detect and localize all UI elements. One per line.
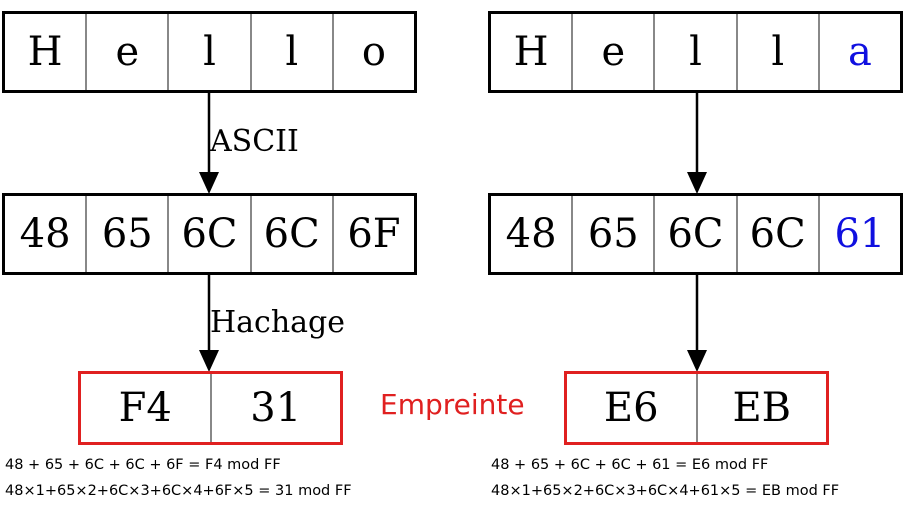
- char-cell: H: [513, 29, 549, 75]
- right-hex-row: 48 65 6C 6C 61: [488, 193, 903, 275]
- char-cell: H: [27, 29, 63, 75]
- char-cell-changed: a: [817, 14, 900, 90]
- char-cell: o: [331, 14, 414, 90]
- left-hex-row: 48 65 6C 6C 6F: [2, 193, 417, 275]
- ascii-label: ASCII: [210, 124, 299, 159]
- hex-cell: 6C: [653, 196, 735, 272]
- right-hash-box: E6 EB: [564, 371, 829, 445]
- arrow-left-hash: [199, 274, 219, 372]
- right-equation-weighted: 48×1+65×2+6C×3+6C×4+61×5 = EB mod FF: [491, 483, 840, 499]
- hex-cell: 65: [571, 196, 653, 272]
- char-cell: l: [249, 14, 332, 90]
- hex-cell-changed: 61: [817, 196, 900, 272]
- hex-cell: 6C: [735, 196, 818, 272]
- left-equation-sum: 48 + 65 + 6C + 6C + 6F = F4 mod FF: [5, 457, 281, 473]
- hash-cell: EB: [695, 374, 827, 442]
- char-cell: l: [653, 14, 735, 90]
- hex-cell: 65: [85, 196, 167, 272]
- arrow-right-hash: [687, 274, 707, 372]
- hex-cell: 48: [19, 211, 71, 257]
- left-equation-weighted: 48×1+65×2+6C×3+6C×4+6F×5 = 31 mod FF: [5, 483, 352, 499]
- hash-cell: F4: [118, 385, 172, 431]
- char-cell: e: [571, 14, 653, 90]
- arrow-left-ascii: [199, 92, 219, 194]
- char-cell: l: [167, 14, 249, 90]
- hex-cell: 6C: [249, 196, 332, 272]
- right-chars-row: H e l l a: [488, 11, 903, 93]
- arrow-right-ascii: [687, 92, 707, 194]
- left-chars-row: H e l l o: [2, 11, 417, 93]
- empreinte-label: Empreinte: [380, 388, 525, 421]
- hash-cell: E6: [603, 385, 659, 431]
- left-hash-box: F4 31: [78, 371, 343, 445]
- hex-cell: 6F: [331, 196, 414, 272]
- hash-label: Hachage: [210, 305, 346, 340]
- hex-cell: 6C: [167, 196, 249, 272]
- char-cell: e: [85, 14, 167, 90]
- char-cell: l: [735, 14, 818, 90]
- hash-cell: 31: [209, 374, 341, 442]
- right-equation-sum: 48 + 65 + 6C + 6C + 61 = E6 mod FF: [491, 457, 769, 473]
- hex-cell: 48: [505, 211, 557, 257]
